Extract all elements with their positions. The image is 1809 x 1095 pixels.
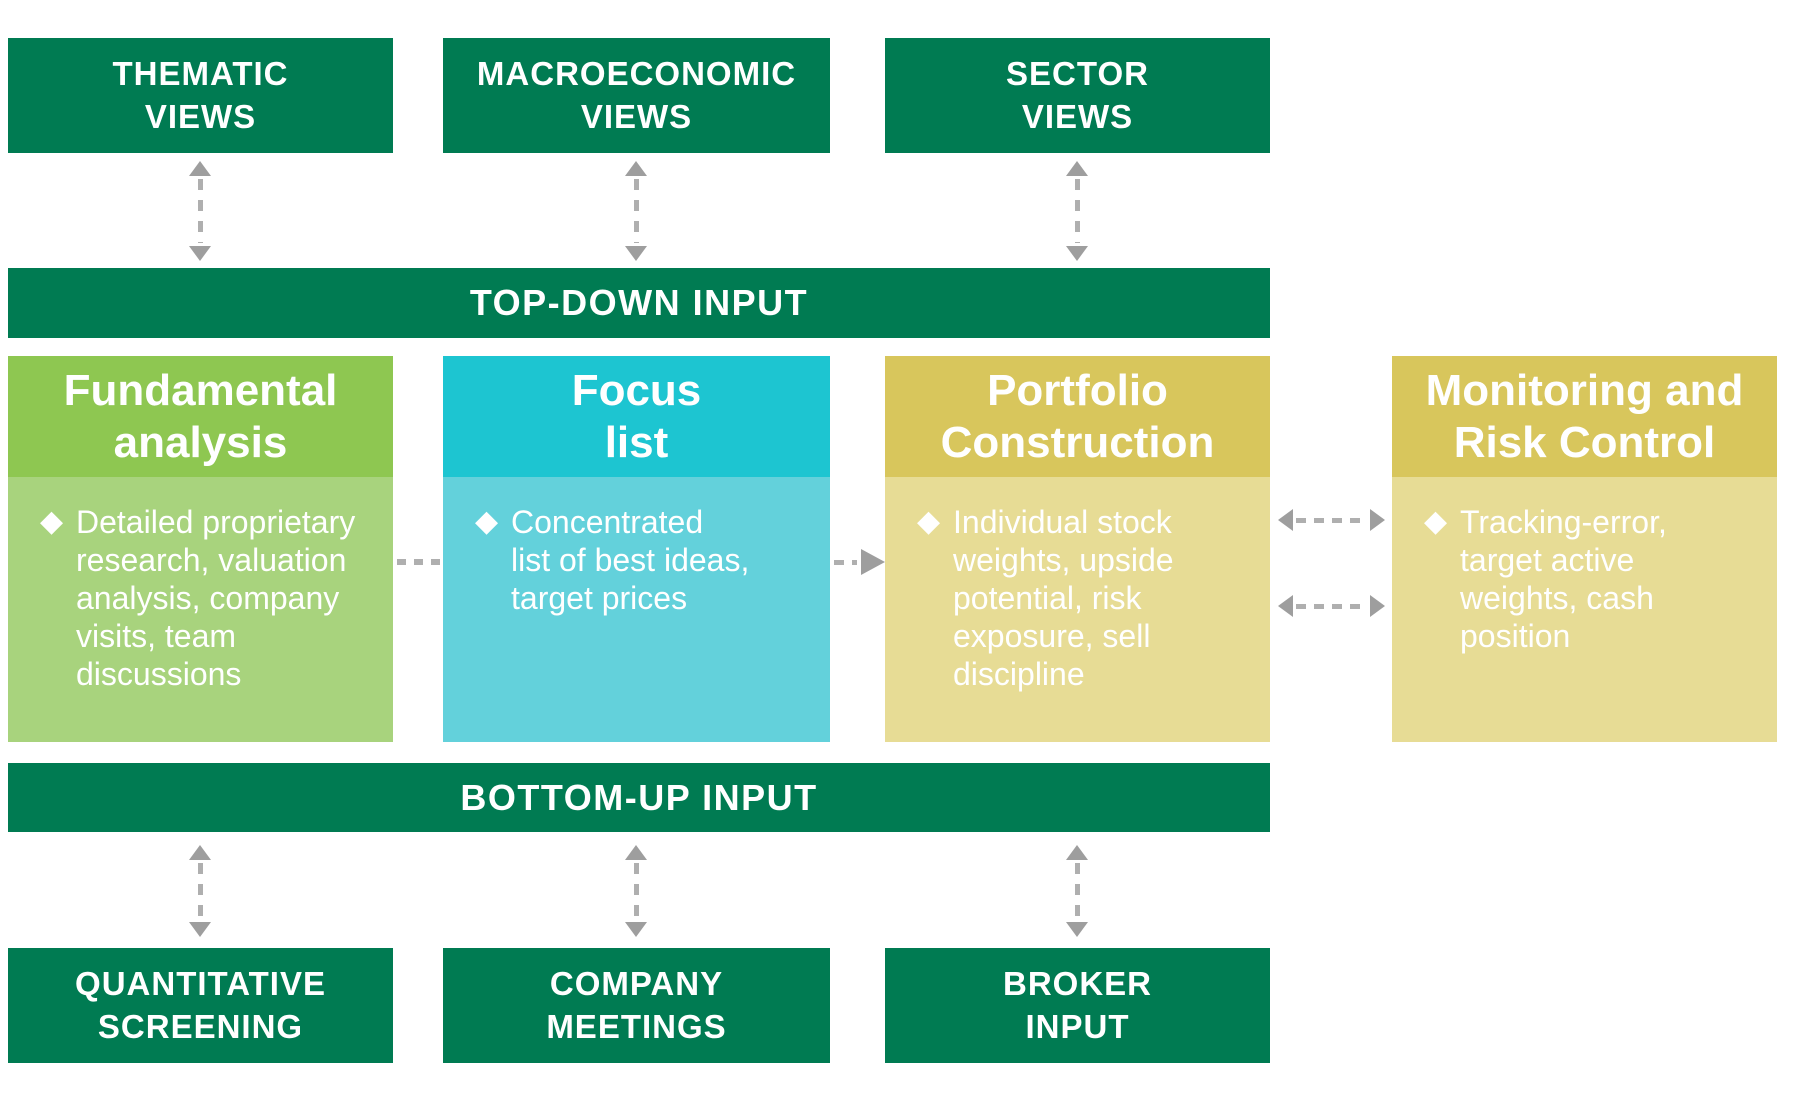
double-arrow-vertical-icon	[1066, 161, 1088, 261]
panel-title: Focus list	[443, 356, 830, 477]
arrowhead-right-icon	[1370, 595, 1385, 617]
box-broker-input: BROKER INPUT	[885, 948, 1270, 1063]
diamond-bullet-icon: ◆	[1424, 505, 1448, 538]
panel-body: ◆ Concentrated list of best ideas, targe…	[443, 477, 830, 742]
arrowhead-down-icon	[189, 922, 211, 937]
double-arrow-vertical-icon	[625, 845, 647, 937]
arrowhead-down-icon	[625, 246, 647, 261]
panel-monitoring-risk-control: Monitoring and Risk Control ◆ Tracking-e…	[1392, 356, 1777, 742]
panel-body: ◆ Tracking-error, target active weights,…	[1392, 477, 1777, 742]
dashed-connector	[397, 559, 443, 565]
dashed-arrow-right	[834, 549, 885, 575]
box-company-meetings: COMPANY MEETINGS	[443, 948, 830, 1063]
panel-bullet-text: Tracking-error, target active weights, c…	[1460, 504, 1667, 654]
dashed-line-vertical	[1074, 179, 1080, 243]
panel-focus-list: Focus list ◆ Concentrated list of best i…	[443, 356, 830, 742]
arrowhead-up-icon	[625, 845, 647, 860]
arrowhead-down-icon	[189, 246, 211, 261]
panel-portfolio-construction: Portfolio Construction ◆ Individual stoc…	[885, 356, 1270, 742]
panel-title: Portfolio Construction	[885, 356, 1270, 477]
top-down-input-bar: TOP-DOWN INPUT	[8, 268, 1270, 338]
double-arrow-horizontal-icon	[1278, 593, 1385, 619]
panel-bullet-text: Detailed proprietary research, valuation…	[76, 504, 356, 692]
arrowhead-down-icon	[625, 922, 647, 937]
dashed-line-vertical	[197, 863, 203, 919]
panel-fundamental-analysis: Fundamental analysis ◆ Detailed propriet…	[8, 356, 393, 742]
dashed-line-vertical	[633, 863, 639, 919]
double-arrow-horizontal-icon	[1278, 507, 1385, 533]
double-arrow-vertical-icon	[189, 845, 211, 937]
arrowhead-left-icon	[1278, 595, 1293, 617]
panel-body: ◆ Detailed proprietary research, valuati…	[8, 477, 393, 742]
double-arrow-vertical-icon	[189, 161, 211, 261]
arrowhead-up-icon	[625, 161, 647, 176]
box-sector-views: SECTOR VIEWS	[885, 38, 1270, 153]
arrowhead-up-icon	[189, 161, 211, 176]
arrowhead-up-icon	[189, 845, 211, 860]
panel-title: Monitoring and Risk Control	[1392, 356, 1777, 477]
diamond-bullet-icon: ◆	[40, 505, 64, 538]
diamond-bullet-icon: ◆	[917, 505, 941, 538]
panel-body: ◆ Individual stock weights, upside poten…	[885, 477, 1270, 742]
dashed-line-vertical	[1074, 863, 1080, 919]
dashed-line-vertical	[633, 179, 639, 243]
dashed-line-horizontal	[1296, 517, 1367, 523]
panel-bullet-text: Individual stock weights, upside potenti…	[953, 504, 1174, 692]
box-macroeconomic-views: MACROECONOMIC VIEWS	[443, 38, 830, 153]
dashed-line-horizontal	[834, 559, 857, 565]
arrowhead-down-icon	[1066, 246, 1088, 261]
box-quantitative-screening: QUANTITATIVE SCREENING	[8, 948, 393, 1063]
double-arrow-vertical-icon	[1066, 845, 1088, 937]
arrowhead-left-icon	[1278, 509, 1293, 531]
bottom-up-input-bar: BOTTOM-UP INPUT	[8, 763, 1270, 832]
dashed-line-horizontal	[1296, 603, 1367, 609]
arrowhead-right-icon	[861, 549, 885, 575]
arrowhead-up-icon	[1066, 845, 1088, 860]
panel-title: Fundamental analysis	[8, 356, 393, 477]
arrowhead-up-icon	[1066, 161, 1088, 176]
dashed-line-vertical	[197, 179, 203, 243]
diamond-bullet-icon: ◆	[475, 505, 499, 538]
box-thematic-views: THEMATIC VIEWS	[8, 38, 393, 153]
panel-bullet-text: Concentrated list of best ideas, target …	[511, 504, 750, 616]
arrowhead-down-icon	[1066, 922, 1088, 937]
double-arrow-vertical-icon	[625, 161, 647, 261]
arrowhead-right-icon	[1370, 509, 1385, 531]
